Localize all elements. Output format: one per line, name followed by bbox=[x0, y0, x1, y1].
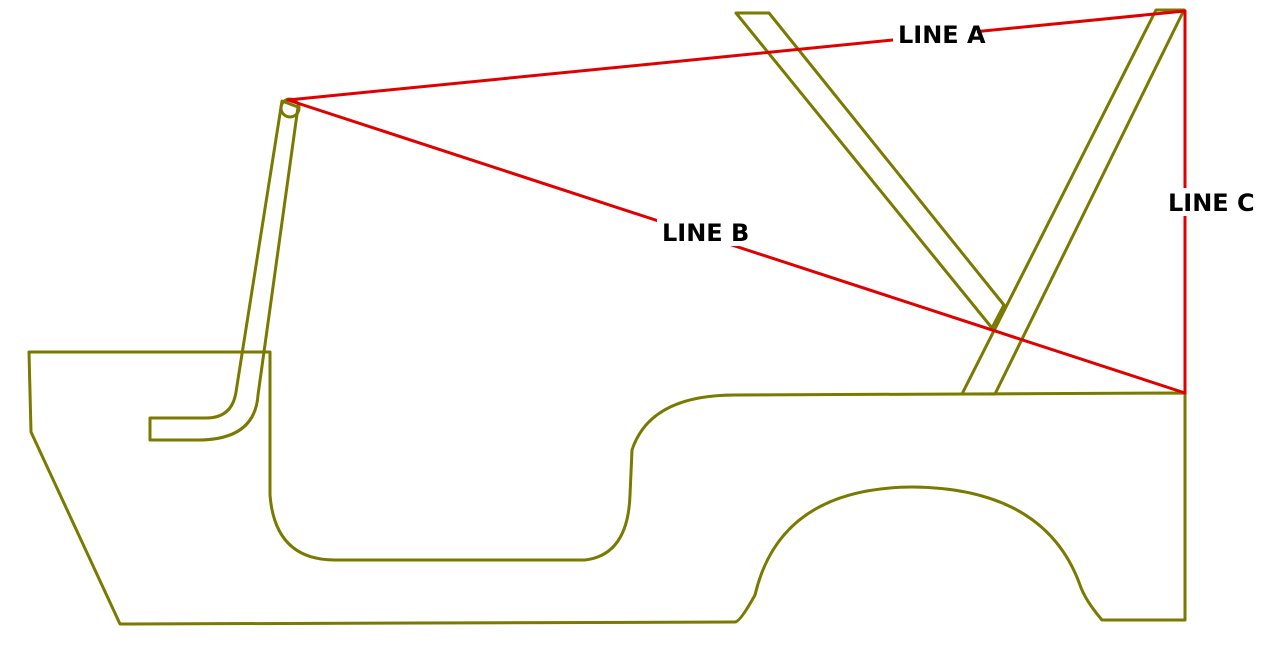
diagonal-brace bbox=[734, 11, 1006, 330]
rear-roll-bar bbox=[960, 8, 1186, 396]
line-a bbox=[286, 9, 1187, 102]
front-door-panel bbox=[27, 350, 1187, 626]
front-roll-bar bbox=[148, 99, 300, 442]
line-a-label: LINE A bbox=[898, 21, 986, 49]
line-b bbox=[286, 98, 1187, 395]
line-c-label: LINE C bbox=[1168, 189, 1255, 217]
line-b-label: LINE B bbox=[662, 219, 749, 247]
